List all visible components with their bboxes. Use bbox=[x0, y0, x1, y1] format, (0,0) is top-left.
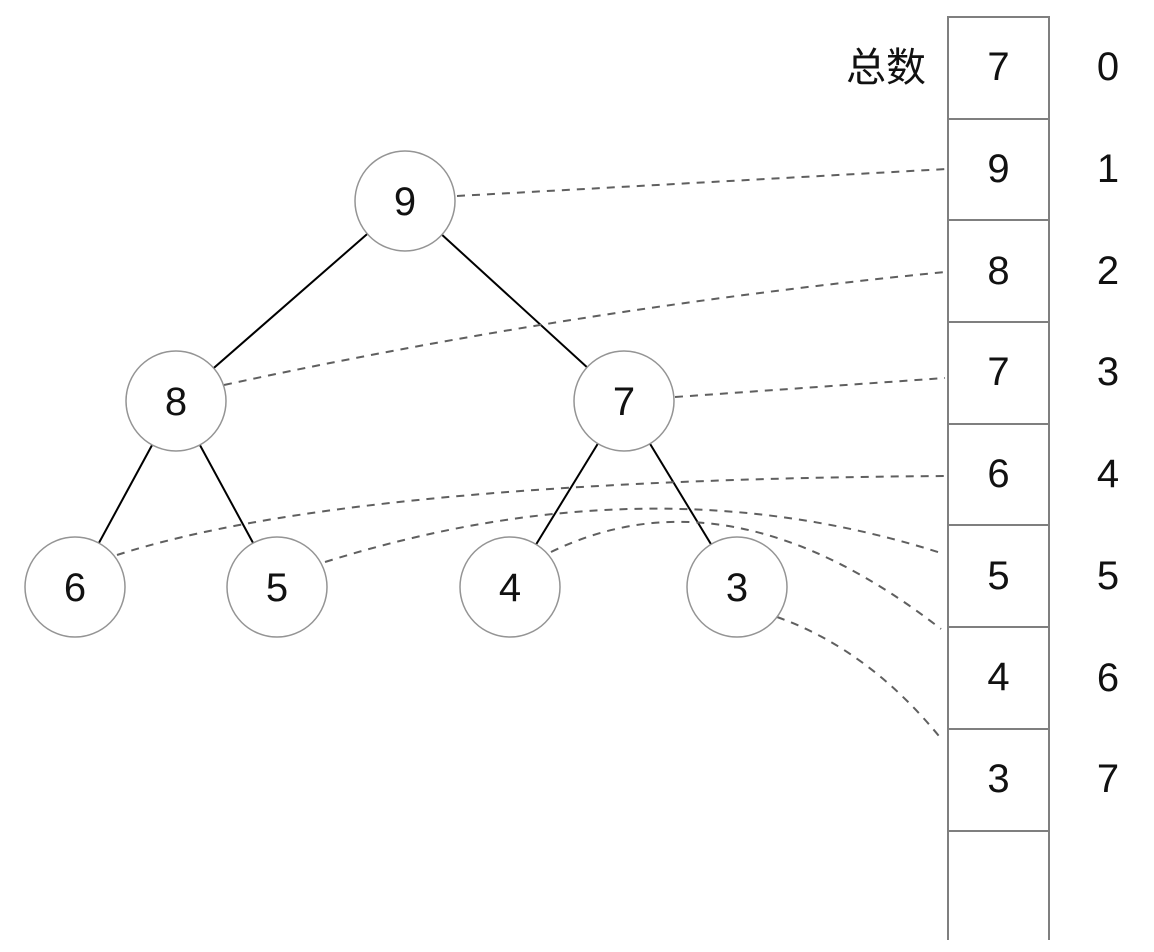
array-cell-4: 6 bbox=[949, 425, 1048, 527]
array-cell-2: 8 bbox=[949, 221, 1048, 324]
link-node8-cell2 bbox=[223, 271, 946, 386]
total-count-label: 总数 bbox=[846, 46, 926, 90]
array-cell-value: 9 bbox=[987, 147, 1010, 192]
tree-nodes: 9 8 7 6 5 4 3 bbox=[24, 150, 788, 638]
link-node5-cell5 bbox=[324, 507, 942, 563]
array-cell-value: 7 bbox=[987, 350, 1010, 395]
node-value: 4 bbox=[499, 566, 521, 610]
array-index-3: 3 bbox=[1096, 350, 1120, 395]
array-index-2: 2 bbox=[1096, 248, 1120, 293]
link-node4-cell6 bbox=[550, 520, 942, 630]
array-cell-3: 7 bbox=[949, 323, 1048, 425]
heap-array: 7 9 8 7 6 5 4 3 bbox=[947, 16, 1050, 940]
array-index-7: 7 bbox=[1096, 757, 1120, 802]
node-circle-4 bbox=[459, 536, 561, 638]
array-cell-1: 9 bbox=[949, 120, 1048, 222]
array-cell-value: 4 bbox=[987, 655, 1010, 700]
array-cell-value: 5 bbox=[987, 553, 1010, 598]
link-node3-cell7 bbox=[776, 616, 944, 742]
array-index-4: 4 bbox=[1096, 452, 1120, 497]
array-cell-0: 7 bbox=[949, 18, 1048, 120]
node-circle-3 bbox=[686, 536, 788, 638]
node-circle-9 bbox=[354, 150, 456, 252]
array-cell-value: 3 bbox=[987, 757, 1010, 802]
array-cell-empty bbox=[949, 832, 1048, 940]
array-index-0: 0 bbox=[1096, 45, 1120, 90]
array-cell-value: 8 bbox=[987, 248, 1010, 293]
array-index-1: 1 bbox=[1096, 147, 1120, 192]
array-index-6: 6 bbox=[1096, 655, 1120, 700]
array-cell-value: 7 bbox=[987, 45, 1010, 90]
node-value: 7 bbox=[613, 380, 635, 424]
link-node6-cell4 bbox=[116, 475, 946, 556]
array-index-5: 5 bbox=[1096, 553, 1120, 598]
link-node9-cell1 bbox=[456, 168, 948, 197]
node-value: 8 bbox=[165, 380, 187, 424]
node-circle-6 bbox=[24, 536, 126, 638]
node-array-links bbox=[116, 168, 948, 742]
array-cell-5: 5 bbox=[949, 526, 1048, 629]
array-cell-value: 6 bbox=[987, 452, 1010, 497]
node-value: 5 bbox=[266, 566, 288, 610]
array-cell-7: 3 bbox=[949, 730, 1048, 832]
node-value: 6 bbox=[64, 566, 86, 610]
node-circle-8 bbox=[125, 350, 227, 452]
node-value: 3 bbox=[726, 566, 748, 610]
node-circle-7 bbox=[573, 350, 675, 452]
node-value: 9 bbox=[394, 180, 416, 224]
link-node7-cell3 bbox=[674, 377, 946, 398]
node-circle-5 bbox=[226, 536, 328, 638]
array-cell-6: 4 bbox=[949, 628, 1048, 730]
